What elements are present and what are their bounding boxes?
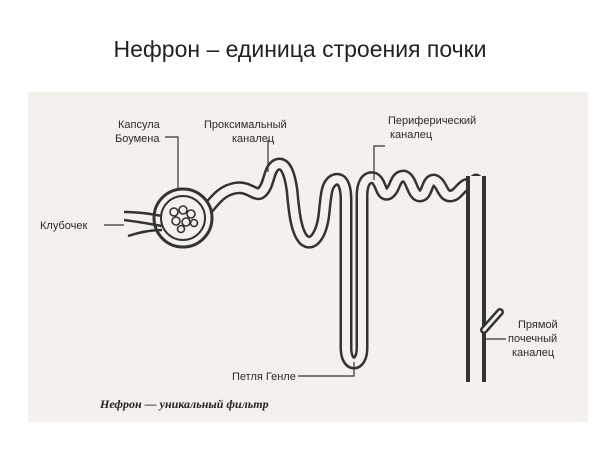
slide-title: Нефрон – единица строения почки [113, 36, 487, 62]
label-collecting-3: каналец [512, 347, 555, 359]
label-capsule-1: Капсула [118, 119, 161, 131]
label-glomerulus: Клубочек [40, 220, 87, 232]
label-collecting-1: Прямой [518, 319, 558, 331]
label-peripheral-1: Периферический [388, 115, 476, 127]
bowman-capsule [152, 187, 214, 249]
label-collecting-2: почечный [508, 333, 557, 345]
diagram-caption: Нефрон — уникальный фильтр [99, 397, 269, 411]
textbook-photo [28, 92, 588, 422]
nephron-tubule [198, 157, 483, 370]
label-capsule-2: Боумена [115, 133, 160, 145]
collecting-duct [466, 176, 504, 382]
label-henle-loop: Петля Генле [232, 371, 296, 383]
glomerulus [169, 205, 199, 234]
label-proximal-1: Проксимальный [204, 119, 287, 131]
arterioles [123, 210, 163, 238]
leader-lines [104, 136, 506, 377]
label-proximal-2: каналец [232, 133, 275, 145]
label-peripheral-2: каналец [390, 129, 433, 141]
